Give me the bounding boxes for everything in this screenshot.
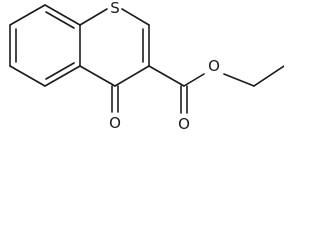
bond-oether-ch2 (223, 73, 255, 87)
ester-carbonyl-oxygen-label: O (178, 115, 190, 133)
bond-ring-3 (9, 65, 46, 87)
benzene-ring (9, 4, 81, 87)
ketone-group (111, 85, 119, 113)
thiopyranone-ring (79, 8, 150, 87)
bond-c4-c4a (79, 65, 116, 87)
bond-c8a-s (79, 8, 108, 26)
bond-c3-c4 (114, 65, 150, 87)
bond-ring-4-inner (45, 62, 75, 80)
bond-c3-cester (148, 65, 185, 87)
bond-ch2-ch3 (253, 65, 284, 87)
chemical-structure-diagram: S O O O (9, 0, 284, 133)
bond-ring-1 (9, 4, 46, 26)
ketone-oxygen-label: O (109, 114, 121, 132)
bond-ring-6 (44, 4, 81, 26)
ester-group (148, 65, 284, 114)
bond-ring-6-inner (45, 11, 75, 29)
sulfur-atom-label: S (110, 0, 120, 17)
bond-s-c2 (121, 8, 150, 26)
ester-ether-oxygen-label: O (208, 57, 220, 75)
bond-cester-oether (183, 73, 205, 87)
bond-ring-4 (44, 65, 81, 87)
